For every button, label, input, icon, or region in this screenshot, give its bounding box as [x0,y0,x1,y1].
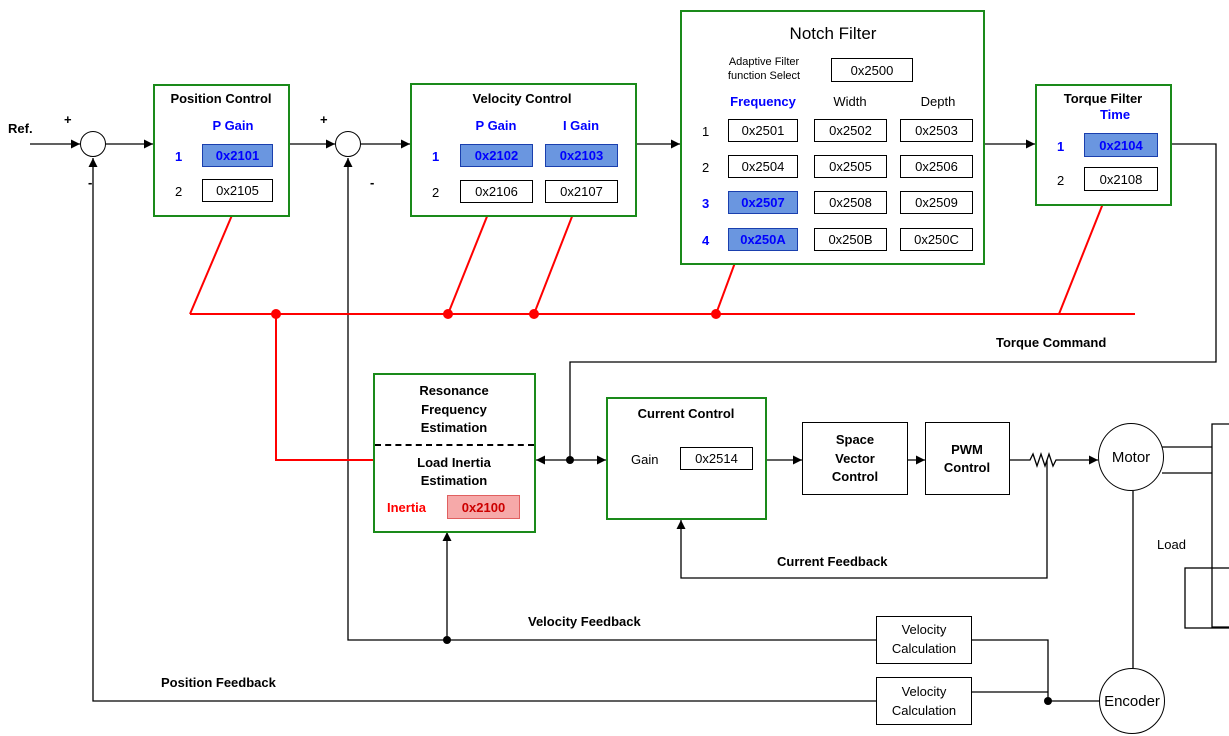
current-control-title: Current Control [637,406,735,421]
pwm-control-block [925,422,1010,495]
summing-junction-1 [80,131,106,157]
torque-filter-time-header: Time [1099,107,1131,122]
torque-filter-title: Torque Filter [1063,91,1143,106]
position-p-gain-header: P Gain [212,118,254,133]
notch-width-1-field[interactable]: 0x2502 [814,119,887,142]
velocity-p-gain-1-field[interactable]: 0x2102 [460,144,533,167]
notch-depth-2-field[interactable]: 0x2506 [900,155,973,178]
current-gain-field[interactable]: 0x2514 [680,447,753,470]
notch-width-4-field[interactable]: 0x250B [814,228,887,251]
torque-command-label: Torque Command [996,335,1107,350]
velocity-row-2-index: 2 [432,185,440,200]
notch-row-4-index: 4 [702,233,710,248]
load-block [1184,567,1229,629]
encoder-label: Encoder [1104,692,1160,710]
notch-frequency-2-field[interactable]: 0x2504 [728,155,798,178]
notch-width-header: Width [833,94,867,109]
space-vector-label-line3: Control [831,469,879,484]
position-p-gain-1-field[interactable]: 0x2101 [202,144,273,167]
current-gain-label: Gain [631,452,659,467]
space-vector-control-block [802,422,908,495]
adaptive-filter-label-line2: function Select [727,70,801,82]
summing-junction-2 [335,131,361,157]
sum1-minus-sign: - [88,175,93,190]
velocity-calculation-block-2 [876,677,972,725]
load-frame [1211,423,1229,628]
velocity-feedback-label: Velocity Feedback [528,614,641,629]
notch-width-3-field[interactable]: 0x2508 [814,191,887,214]
load-inertia-label-line1: Load Inertia [417,455,491,470]
adaptive-filter-label-line1: Adaptive Filter [728,56,800,68]
velocity-row-1-index: 1 [432,149,440,164]
velocity-calc-1-line1: Velocity [901,622,947,637]
ref-input-label: Ref. [8,121,33,136]
velocity-i-gain-header: I Gain [562,118,600,133]
torque-row-2-index: 2 [1057,173,1065,188]
velocity-feedback-line [343,158,876,641]
notch-depth-1-field[interactable]: 0x2503 [900,119,973,142]
torque-time-2-field[interactable]: 0x2108 [1084,167,1158,191]
velocity-calc-1-line2: Calculation [891,641,957,656]
encoder-circle: Encoder [1099,668,1165,734]
current-feedback-label: Current Feedback [777,554,888,569]
torque-time-1-field[interactable]: 0x2104 [1084,133,1158,157]
load-label: Load [1157,537,1186,552]
velocity-calc-2-line2: Calculation [891,703,957,718]
inertia-label: Inertia [387,500,427,515]
resonance-label-line2: Frequency [421,402,487,417]
notch-row-2-index: 2 [702,160,710,175]
notch-row-1-index: 1 [702,124,710,139]
position-row-1-index: 1 [175,149,183,164]
sum1-plus-sign: + [64,112,72,127]
pwm-label-line1: PWM [951,442,983,457]
velocity-calculation-block-1 [876,616,972,664]
notch-row-3-index: 3 [702,196,710,211]
sum2-minus-sign: - [370,175,375,190]
sum2-plus-sign: + [320,112,328,127]
torque-command-line [569,143,1217,460]
current-feedback-line [676,460,1048,579]
velocity-calc-2-line1: Velocity [901,684,947,699]
position-feedback-label: Position Feedback [161,675,276,690]
resonance-label-line1: Resonance [419,383,489,398]
torque-row-1-index: 1 [1057,139,1065,154]
notch-filter-title: Notch Filter [789,24,877,43]
notch-depth-4-field[interactable]: 0x250C [900,228,973,251]
velocity-i-gain-1-field[interactable]: 0x2103 [545,144,618,167]
tuning-to-estimation-line [275,314,373,461]
space-vector-label-line1: Space [835,432,875,447]
inertia-ratio-field[interactable]: 0x2100 [447,495,520,519]
velocity-p-gain-header: P Gain [475,118,517,133]
space-vector-label-line2: Vector [835,451,875,466]
notch-frequency-4-field[interactable]: 0x250A [728,228,798,251]
velocity-control-title: Velocity Control [472,91,572,106]
adaptive-filter-select-field[interactable]: 0x2500 [831,58,913,82]
position-feedback-line [88,158,876,702]
motor-label: Motor [1111,448,1151,466]
notch-frequency-3-field[interactable]: 0x2507 [728,191,798,214]
velocity-p-gain-2-field[interactable]: 0x2106 [460,180,533,203]
notch-frequency-header: Frequency [730,94,796,109]
estimation-divider [375,444,534,446]
notch-depth-header: Depth [920,94,956,109]
resonance-label-line3: Estimation [420,420,488,435]
notch-width-2-field[interactable]: 0x2505 [814,155,887,178]
position-control-title: Position Control [170,91,272,106]
motor-circle: Motor [1098,423,1164,491]
pwm-label-line2: Control [943,460,991,475]
position-row-2-index: 2 [175,184,183,199]
velocity-i-gain-2-field[interactable]: 0x2107 [545,180,618,203]
pwm-to-motor-line [1010,451,1098,469]
notch-depth-3-field[interactable]: 0x2509 [900,191,973,214]
load-inertia-label-line2: Estimation [420,473,488,488]
position-p-gain-2-field[interactable]: 0x2105 [202,179,273,202]
notch-frequency-1-field[interactable]: 0x2501 [728,119,798,142]
